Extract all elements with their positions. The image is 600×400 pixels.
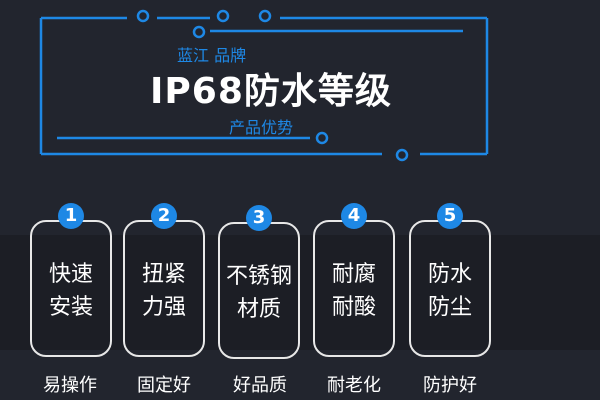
feature-card-2: 2 扭紧 力强 (123, 203, 205, 357)
feature-card-5: 5 防水 防尘 (409, 203, 491, 357)
feature-line: 防尘 (427, 294, 472, 320)
number-badge: 3 (246, 205, 272, 231)
feature-line: 耐酸 (331, 294, 376, 320)
feature-label: 固定好 (137, 375, 191, 396)
feature-line: 快速 (48, 261, 93, 287)
feature-label: 防护好 (423, 375, 477, 396)
decorative-frame (39, 9, 489, 162)
number-badge: 2 (151, 203, 177, 229)
feature-label: 耐老化 (327, 375, 381, 396)
feature-line: 不锈钢 (225, 263, 292, 289)
feature-line: 扭紧 (141, 261, 186, 287)
feature-card-1: 1 快速 安装 (30, 203, 112, 357)
feature-line: 防水 (427, 261, 472, 287)
number-badge: 1 (58, 203, 84, 229)
number-badge: 5 (437, 203, 463, 229)
page-title: IP68防水等级 (150, 71, 392, 112)
subtitle: 产品优势 (229, 118, 294, 137)
feature-line: 材质 (236, 296, 281, 322)
brand-label: 蓝江 品牌 (177, 46, 247, 65)
feature-card-4: 4 耐腐 耐酸 (313, 203, 395, 357)
feature-label: 好品质 (233, 375, 287, 396)
feature-line: 力强 (141, 294, 186, 320)
feature-line: 安装 (48, 294, 93, 320)
background-band (0, 235, 600, 350)
number-badge: 4 (341, 203, 367, 229)
feature-line: 耐腐 (331, 261, 376, 287)
feature-card-3: 3 不锈钢 材质 (218, 205, 300, 359)
feature-label: 易操作 (43, 375, 97, 396)
